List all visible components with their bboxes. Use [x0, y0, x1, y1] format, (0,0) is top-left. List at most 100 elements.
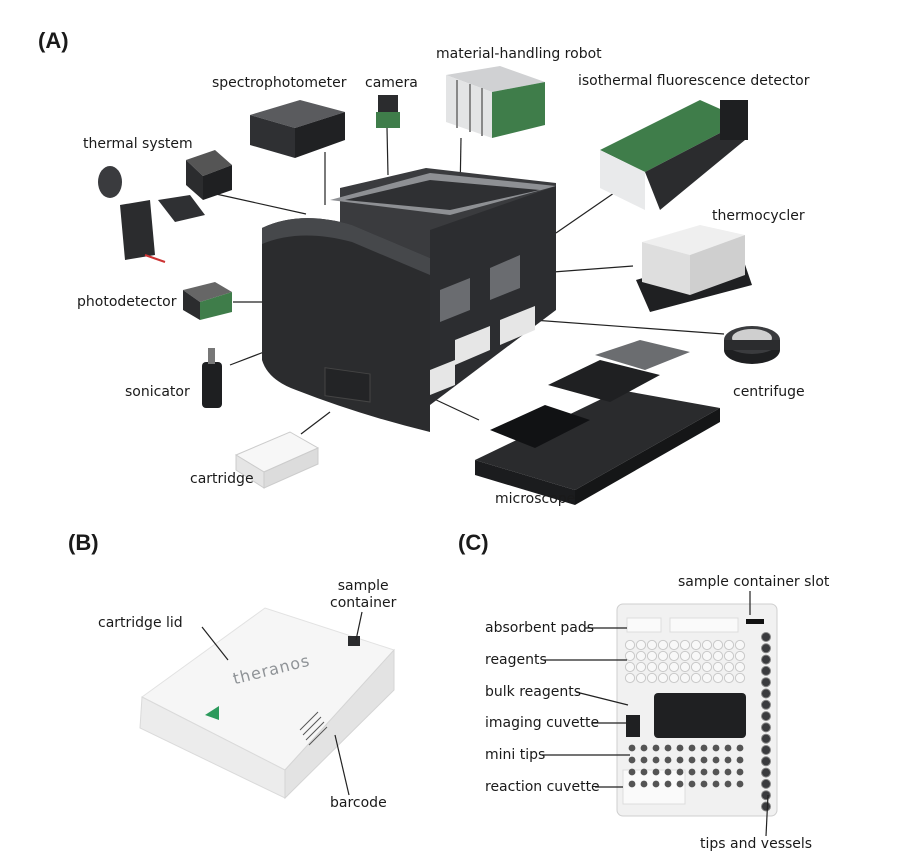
reagent-well	[624, 650, 636, 662]
mini-tip	[652, 780, 660, 788]
tip-vessel	[761, 632, 771, 642]
reagent-well	[712, 650, 724, 662]
thermal-system-module	[98, 150, 232, 263]
sample-container-slot-mark	[746, 619, 764, 624]
tip-vessel	[761, 801, 771, 812]
label-microscope: microscope	[495, 491, 576, 507]
mini-tip	[652, 768, 660, 776]
label-sonicator: sonicator	[125, 384, 190, 400]
label-reaction-cuvette: reaction cuvette	[485, 779, 600, 795]
label-absorbent-pads: absorbent pads	[485, 620, 595, 636]
mini-tip	[664, 780, 672, 788]
mini-tip	[628, 780, 636, 788]
reagent-well	[624, 661, 636, 673]
sample-container-cap	[348, 636, 360, 646]
mini-tip	[736, 768, 744, 776]
mini-tip	[712, 768, 720, 776]
thermocycler-module	[636, 225, 752, 312]
mini-tip	[676, 756, 684, 764]
mini-tip	[652, 744, 660, 752]
tip-vessel	[761, 722, 771, 733]
reagent-well	[635, 650, 647, 662]
reagent-well	[657, 672, 669, 684]
tip-vessel	[761, 665, 771, 676]
mini-tip	[628, 756, 636, 764]
reagent-well	[646, 661, 658, 673]
mini-tip	[640, 768, 648, 776]
label-centrifuge: centrifuge	[733, 384, 805, 400]
label-cartridge-lid: cartridge lid	[98, 615, 183, 631]
reagent-well	[679, 672, 691, 684]
panel-c-leader-lines	[542, 591, 769, 837]
tip-vessel	[761, 790, 771, 801]
arrow-icon	[205, 706, 219, 720]
tip-vessel	[761, 745, 771, 755]
photodetector-module	[183, 282, 232, 320]
reagent-well	[668, 650, 680, 662]
label-sample-container: sample container	[330, 578, 396, 612]
reagent-well	[668, 672, 680, 684]
label-cartridge: cartridge	[190, 471, 254, 487]
tip-vessel	[761, 688, 771, 699]
tip-vessel	[761, 643, 771, 654]
label-barcode: barcode	[330, 795, 387, 811]
material-handling-robot-module	[446, 66, 545, 138]
isothermal-fluorescence-detector-module	[600, 100, 748, 210]
mini-tip	[700, 768, 708, 776]
spectrophotometer-module	[250, 100, 345, 158]
mini-tip	[664, 756, 672, 764]
mini-tip	[700, 756, 708, 764]
tip-vessel	[761, 767, 771, 778]
tip-vessel	[761, 711, 771, 722]
label-spectrophotometer: spectrophotometer	[212, 75, 347, 91]
mini-tip	[736, 756, 744, 764]
reagent-well	[635, 661, 647, 673]
reagent-well	[624, 672, 636, 684]
label-imaging-cuvette: imaging cuvette	[485, 715, 600, 731]
mini-tip	[724, 768, 732, 776]
reagent-well	[646, 639, 658, 651]
mini-tip	[700, 780, 708, 788]
centrifuge-module	[724, 326, 780, 364]
panel-b-letter: (B)	[68, 530, 99, 555]
reagent-well	[657, 650, 669, 662]
mini-tip	[700, 744, 708, 752]
imaging-cuvette-block	[654, 693, 746, 738]
panel-a-letter: (A)	[38, 28, 69, 53]
reagent-well	[734, 672, 746, 684]
tip-vessel	[761, 699, 771, 710]
tip-vessel	[761, 778, 771, 789]
reagent-well	[712, 661, 724, 673]
mini-tip	[736, 744, 744, 752]
tip-vessel	[761, 677, 771, 688]
mini-tip	[712, 744, 720, 752]
cartridge-closeup	[139, 607, 395, 800]
reagent-well	[635, 639, 647, 651]
mini-tip	[664, 768, 672, 776]
reagent-well	[646, 650, 658, 662]
mini-tip	[688, 744, 696, 752]
mini-tip	[676, 744, 684, 752]
mini-tip	[724, 744, 732, 752]
mini-tip	[640, 744, 648, 752]
mini-tip	[652, 756, 660, 764]
sonicator-module	[202, 348, 222, 408]
reagent-well	[624, 639, 636, 651]
reagent-grid	[624, 639, 746, 684]
reagent-well	[668, 639, 680, 651]
tip-vessel	[761, 756, 771, 767]
mini-tip	[628, 768, 636, 776]
reagent-well	[679, 661, 691, 673]
label-isothermal-fluorescence-detector: isothermal fluorescence detector	[578, 73, 810, 89]
reagent-well	[701, 672, 713, 684]
mini-tip	[724, 756, 732, 764]
tip-vessel	[761, 654, 771, 665]
reagent-well	[712, 639, 724, 651]
reagent-well	[690, 672, 702, 684]
reagent-well	[690, 650, 702, 662]
label-photodetector: photodetector	[77, 294, 177, 310]
microscope-module	[475, 340, 720, 505]
mini-tip	[640, 756, 648, 764]
reagent-well	[668, 661, 680, 673]
